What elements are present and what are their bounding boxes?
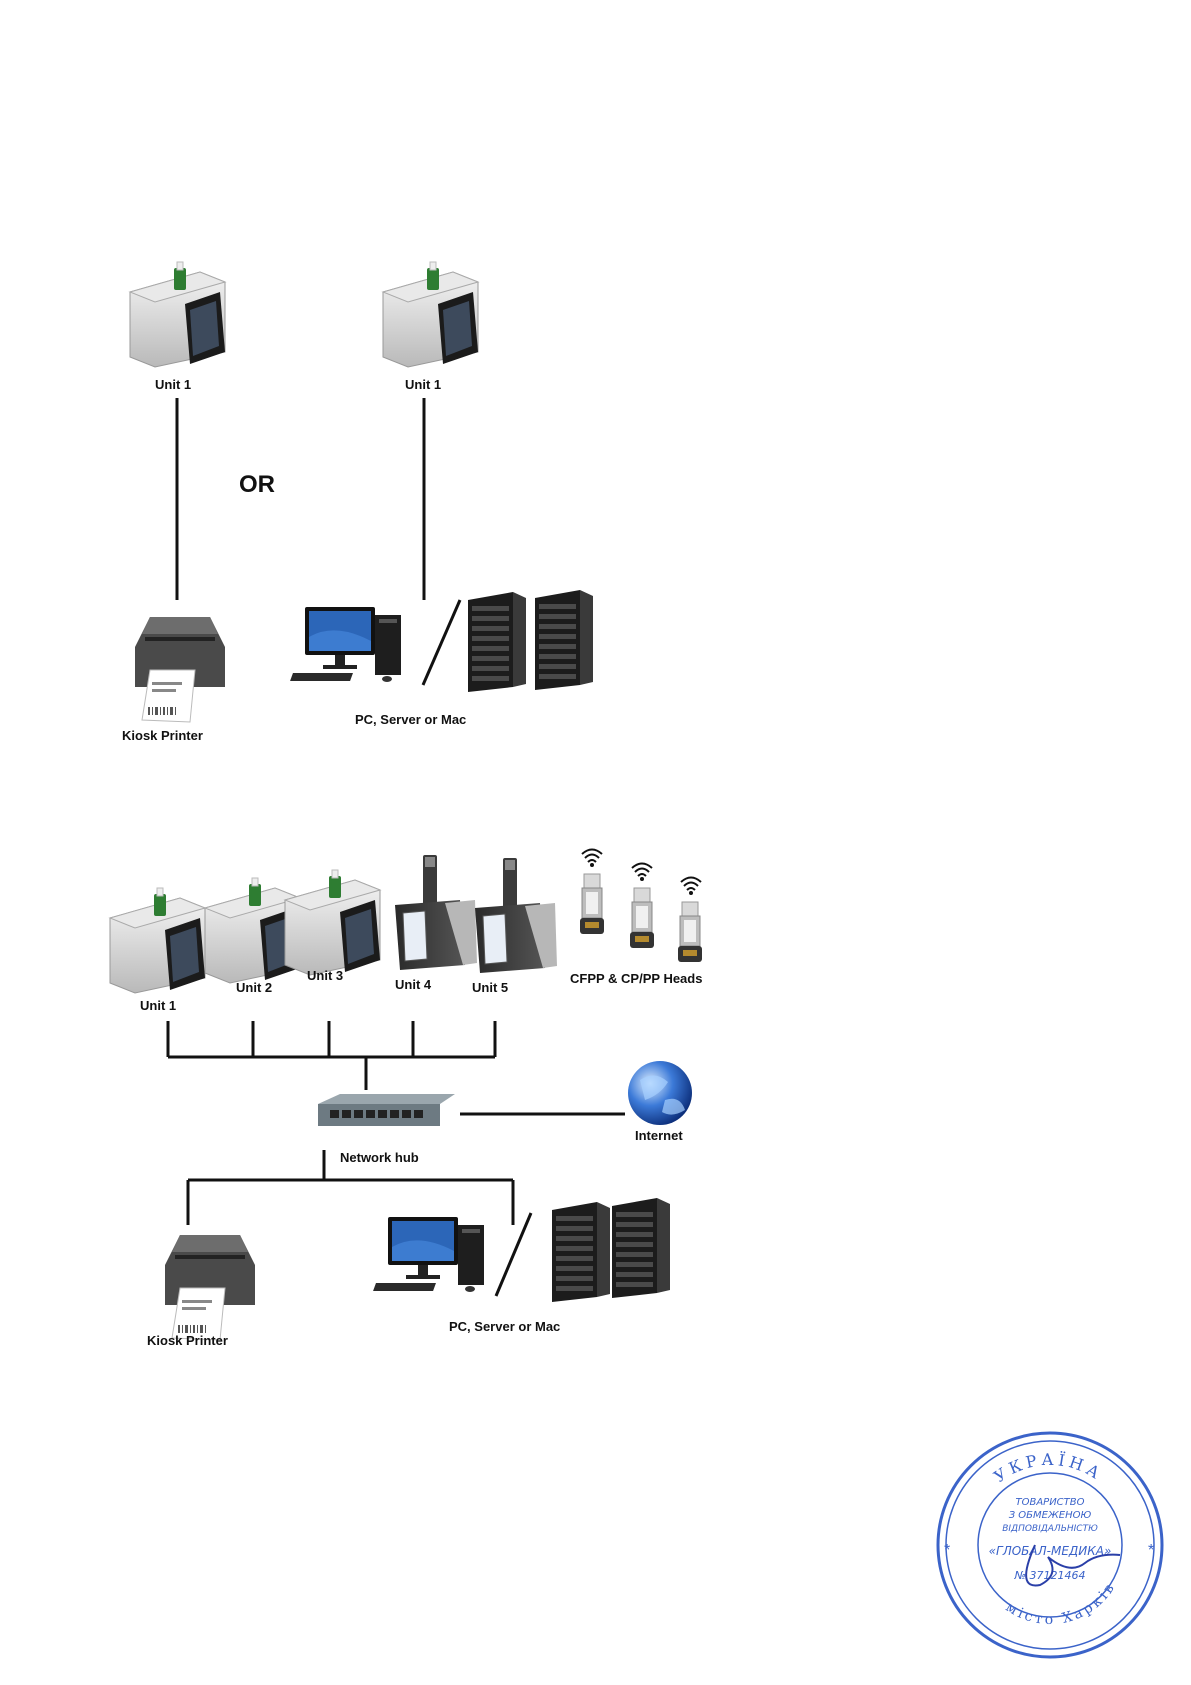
kiosk-printer-label: Kiosk Printer	[122, 728, 203, 743]
pc-server-label: PC, Server or Mac	[449, 1319, 560, 1334]
kiosk-printer-icon	[165, 1235, 255, 1340]
pc-server-label: PC, Server or Mac	[355, 712, 466, 727]
svg-text:ТОВАРИСТВО: ТОВАРИСТВО	[1015, 1497, 1084, 1508]
wifi-icon	[582, 850, 602, 868]
globe-icon	[628, 1061, 692, 1125]
unit-label: Unit 1	[405, 377, 441, 392]
sensor-head-icon	[678, 902, 702, 962]
sensor-head-icon	[630, 888, 654, 948]
analyzer-tower-icon	[475, 858, 557, 973]
wifi-icon	[632, 864, 652, 882]
analyzer-tower-icon	[395, 855, 477, 970]
svg-text:УКРАЇНА: УКРАЇНА	[990, 1449, 1106, 1486]
unit-label: Unit 1	[155, 377, 191, 392]
svg-text:*: *	[1148, 1542, 1154, 1559]
desktop-pc-icon	[290, 607, 401, 682]
unit-label: Unit 5	[472, 980, 508, 995]
server-rack-icon	[468, 592, 526, 692]
kiosk-printer-label: Kiosk Printer	[147, 1333, 228, 1348]
desktop-pc-icon	[373, 1217, 484, 1292]
unit-label: Unit 1	[140, 998, 176, 1013]
analyzer-unit-icon	[130, 262, 225, 367]
unit-label: Unit 2	[236, 980, 272, 995]
slash-divider	[496, 1213, 531, 1296]
analyzer-unit-icon	[285, 870, 380, 975]
unit-label: Unit 4	[395, 977, 431, 992]
analyzer-unit-icon	[383, 262, 478, 367]
server-rack-icon	[612, 1198, 670, 1298]
svg-text:«ГЛОБАЛ-МЕДИКА»: «ГЛОБАЛ-МЕДИКА»	[989, 1544, 1112, 1558]
svg-text:ВІДПОВІДАЛЬНІСТЮ: ВІДПОВІДАЛЬНІСТЮ	[1002, 1524, 1098, 1534]
analyzer-unit-icon	[110, 888, 205, 993]
or-label: OR	[239, 471, 275, 499]
svg-text:*: *	[944, 1542, 950, 1559]
slash-divider	[423, 600, 460, 685]
svg-text:місто Харків: місто Харків	[1003, 1579, 1120, 1628]
company-stamp: УКРАЇНА місто Харків * * ТОВАРИСТВО З ОБ…	[930, 1425, 1170, 1665]
svg-text:№ 37121464: № 37121464	[1014, 1569, 1086, 1582]
server-rack-icon	[552, 1202, 610, 1302]
network-hub-label: Network hub	[340, 1150, 419, 1165]
wifi-icon	[681, 878, 701, 896]
network-hub-icon	[318, 1094, 455, 1126]
sensor-head-icon	[580, 874, 604, 934]
heads-label: CFPP & CP/PP Heads	[570, 971, 702, 986]
internet-label: Internet	[635, 1128, 683, 1143]
kiosk-printer-icon	[135, 617, 225, 722]
unit-label: Unit 3	[307, 968, 343, 983]
server-rack-icon	[535, 590, 593, 690]
svg-text:З ОБМЕЖЕНОЮ: З ОБМЕЖЕНОЮ	[1009, 1510, 1092, 1521]
